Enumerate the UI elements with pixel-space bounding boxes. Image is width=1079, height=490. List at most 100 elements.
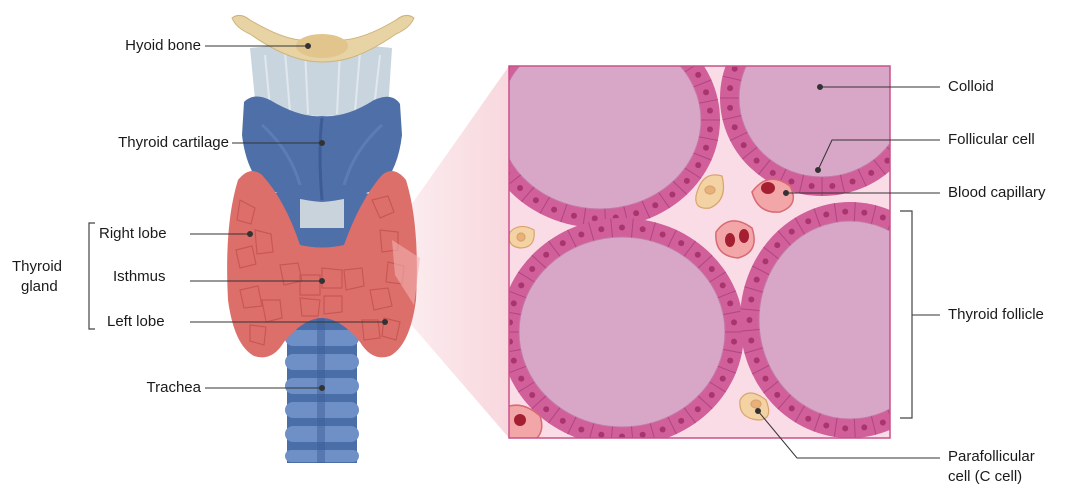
follicular-cell-nucleus — [789, 229, 795, 235]
follicular-cell-nucleus — [829, 183, 835, 189]
follicular-cell-nucleus — [660, 426, 666, 432]
follicular-cell-nucleus — [762, 258, 768, 264]
follicular-cell-nucleus — [571, 213, 577, 219]
follicular-cell-nucleus — [529, 266, 535, 272]
label-thyroid-gland-2: gland — [21, 278, 58, 296]
label-left-lobe: Left lobe — [107, 313, 165, 331]
cell-border — [903, 116, 922, 120]
follicular-cell-nucleus — [678, 418, 684, 424]
follicular-cell-nucleus — [684, 178, 690, 184]
follicular-cell-nucleus — [897, 48, 903, 54]
follicular-cell-nucleus — [529, 392, 535, 398]
follicular-cell-nucleus — [709, 266, 715, 272]
cell-border — [874, 21, 886, 36]
colloid — [739, 19, 905, 177]
follicular-cell-nucleus — [754, 32, 760, 38]
cell-border — [521, 38, 533, 52]
follicular-cell-nucleus — [652, 32, 658, 38]
follicular-cell-nucleus — [805, 218, 811, 224]
follicular-cell-nucleus — [684, 56, 690, 62]
follicular-cell-nucleus — [518, 376, 524, 382]
follicular-cell-nucleus — [947, 327, 953, 333]
follicular-cell-nucleus — [543, 252, 549, 258]
follicular-cell-nucleus — [748, 338, 754, 344]
follicular-cell-nucleus — [829, 7, 835, 13]
follicular-cell-nucleus — [884, 32, 890, 38]
colloid — [499, 31, 701, 209]
label-parafollicular-2: cell (C cell) — [948, 468, 1022, 486]
follicular-cell-nucleus — [633, 24, 639, 30]
label-isthmus: Isthmus — [113, 268, 166, 286]
follicular-cell-nucleus — [809, 7, 815, 13]
follicular-cell-nucleus — [926, 384, 932, 390]
follicular-cell-nucleus — [517, 49, 523, 55]
follicular-cell-nucleus — [640, 432, 646, 438]
follicular-cell-nucleus — [880, 214, 886, 220]
follicular-cell-nucleus — [709, 392, 715, 398]
follicular-cell-nucleus — [731, 339, 737, 345]
colloid — [759, 221, 941, 419]
follicular-cell-nucleus — [741, 48, 747, 54]
follicular-cell-nucleus — [868, 20, 874, 26]
follicular-cell-nucleus — [823, 422, 829, 428]
cell-border — [897, 132, 914, 140]
cell-border — [927, 374, 943, 384]
follicular-cell-nucleus — [770, 170, 776, 176]
follicular-cell-nucleus — [560, 418, 566, 424]
label-colloid: Colloid — [948, 78, 994, 96]
cell-border — [506, 53, 521, 65]
cell-border — [840, 2, 844, 21]
follicular-cell-nucleus — [788, 179, 794, 185]
follicular-cell-nucleus — [511, 358, 517, 364]
follicular-cell-nucleus — [936, 367, 942, 373]
cell-border — [858, 10, 866, 27]
follicular-cell-nucleus — [754, 158, 760, 164]
follicular-cell-nucleus — [789, 405, 795, 411]
follicular-cell-nucleus — [762, 376, 768, 382]
label-follicular-cell: Follicular cell — [948, 131, 1035, 149]
follicular-cell-nucleus — [754, 277, 760, 283]
cell-border — [934, 357, 952, 364]
follicular-cell-nucleus — [727, 105, 733, 111]
follicular-cell-nucleus — [913, 235, 919, 241]
follicular-cell-nucleus — [669, 43, 675, 49]
cell-border — [897, 55, 914, 63]
cell-border — [887, 37, 902, 49]
cell-border — [934, 276, 952, 283]
follicular-cell-nucleus — [936, 267, 942, 273]
label-right-lobe: Right lobe — [99, 225, 167, 243]
follicular-cell-nucleus — [754, 357, 760, 363]
cell-border — [916, 388, 930, 401]
histology-inset — [480, 0, 960, 446]
cell-border — [540, 26, 550, 42]
cell-border — [583, 13, 586, 32]
follicular-cell-nucleus — [703, 145, 709, 151]
follicular-cell-nucleus — [695, 252, 701, 258]
follicular-cell-nucleus — [543, 406, 549, 412]
follicular-cell-nucleus — [897, 411, 903, 417]
follicular-cell-nucleus — [551, 27, 557, 33]
follicular-cell-nucleus — [533, 197, 539, 203]
follicular-cell-nucleus — [911, 85, 917, 91]
cell-border — [561, 18, 567, 36]
thyroid-gland-bracket — [89, 223, 95, 329]
follicular-cell-nucleus — [732, 124, 738, 130]
follicular-cell-nucleus — [842, 209, 848, 215]
cell-border — [642, 22, 650, 39]
follicular-cell-nucleus — [592, 19, 598, 25]
colloid — [519, 237, 725, 427]
follicular-cell-nucleus — [720, 376, 726, 382]
cell-border — [624, 15, 628, 33]
follicular-cell-nucleus — [748, 296, 754, 302]
follicular-cell-nucleus — [809, 183, 815, 189]
follicular-cell-nucleus — [897, 223, 903, 229]
follicular-cell-nucleus — [551, 207, 557, 213]
follicular-cell-nucleus — [868, 170, 874, 176]
label-blood-capillary: Blood capillary — [948, 184, 1046, 202]
follicular-cell-nucleus — [613, 20, 619, 26]
follicular-cell-nucleus — [720, 282, 726, 288]
follicular-cell-nucleus — [652, 202, 658, 208]
follicular-cell-nucleus — [805, 416, 811, 422]
label-parafollicular-1: Parafollicular — [948, 448, 1035, 466]
